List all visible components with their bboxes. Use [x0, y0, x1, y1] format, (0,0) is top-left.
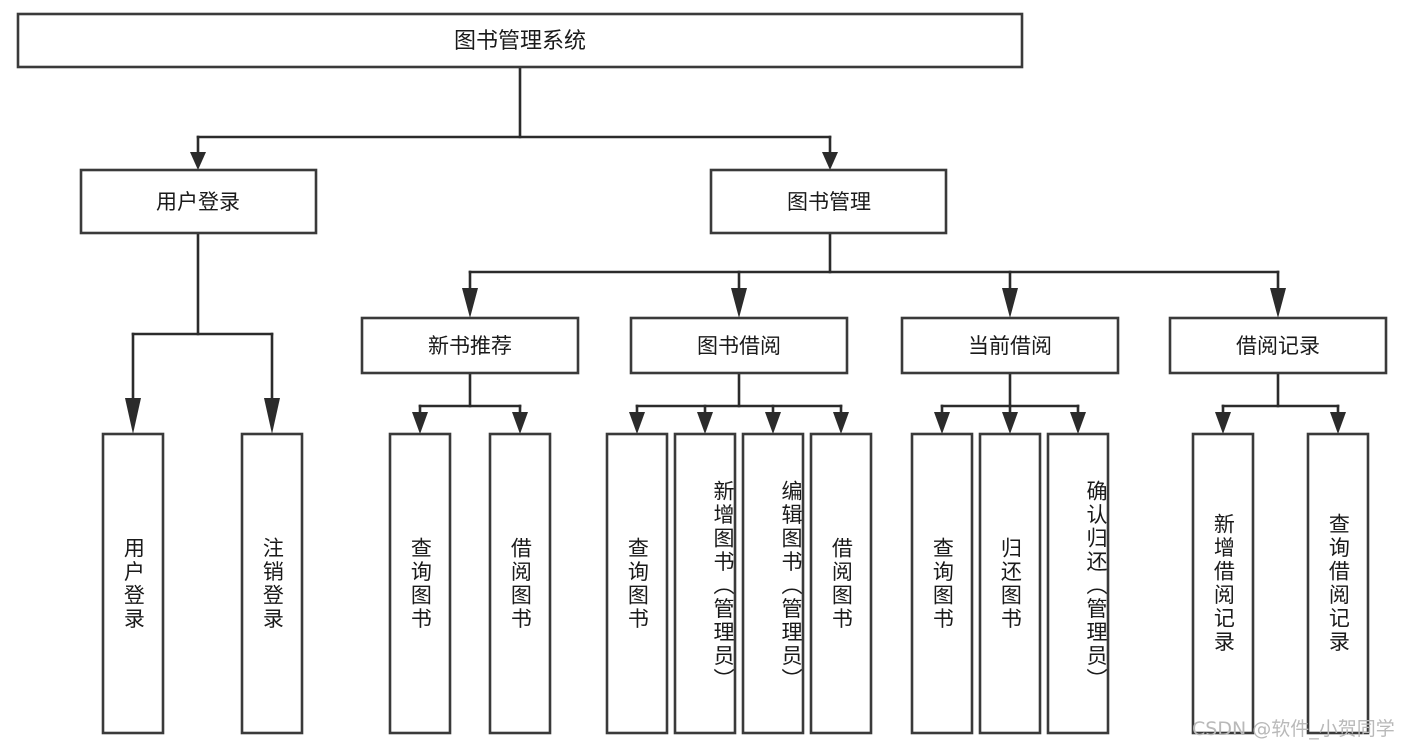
arrow-head-leaf-add-book — [697, 412, 713, 434]
arrow-head-borrow-record — [1270, 288, 1286, 318]
arrow-head-leaf-return-book — [1002, 412, 1018, 434]
connector-group-current-borrow — [934, 371, 1086, 434]
node-book-borrow-box[interactable] — [629, 316, 849, 375]
node-borrow-record-box[interactable] — [1168, 316, 1388, 375]
node-user-login[interactable]: 用户登录 — [79, 168, 318, 235]
node-leaf-borrow-book-1-box[interactable] — [488, 432, 552, 735]
arrow-head-leaf-edit-book — [765, 412, 781, 434]
node-user-login-label: 用户登录 — [156, 190, 240, 214]
node-book-management[interactable]: 图书管理 — [709, 168, 948, 235]
node-leaf-query-record-box[interactable] — [1306, 432, 1370, 735]
node-root-box[interactable] — [16, 12, 1024, 69]
node-new-book-recommend-label: 新书推荐 — [428, 334, 512, 358]
arrow-head-leaf-user-login — [125, 398, 141, 434]
node-new-book-recommend[interactable]: 新书推荐 — [360, 316, 580, 375]
arrow-head-book-management — [822, 152, 838, 170]
node-book-management-box[interactable] — [709, 168, 948, 235]
arrow-head-leaf-borrow-book-1 — [512, 412, 528, 434]
node-leaf-query-book-2-box[interactable] — [605, 432, 669, 735]
connector-group-user-login — [125, 231, 280, 434]
arrow-head-leaf-add-record — [1215, 412, 1231, 434]
node-leaf-edit-book-box[interactable] — [741, 432, 805, 735]
node-borrow-record-label: 借阅记录 — [1236, 334, 1320, 358]
node-leaf-confirm-return-box[interactable] — [1046, 432, 1110, 735]
connector-group-borrow-record — [1215, 371, 1346, 434]
node-current-borrow-box[interactable] — [900, 316, 1120, 375]
arrow-head-leaf-query-book-3 — [934, 412, 950, 434]
node-root-label: 图书管理系统 — [454, 29, 586, 54]
node-root[interactable]: 图书管理系统 — [16, 12, 1024, 69]
node-leaf-borrow-book-2-box[interactable] — [809, 432, 873, 735]
csdn-watermark: CSDN @软件_小贺同学 — [1192, 718, 1395, 740]
node-user-login-box[interactable] — [79, 168, 318, 235]
arrow-head-leaf-confirm-return — [1070, 412, 1086, 434]
node-leaf-logout-login-box[interactable] — [240, 432, 304, 735]
node-current-borrow-label: 当前借阅 — [968, 334, 1052, 358]
arrow-head-leaf-borrow-book-2 — [833, 412, 849, 434]
node-current-borrow[interactable]: 当前借阅 — [900, 316, 1120, 375]
node-book-borrow-label: 图书借阅 — [697, 334, 781, 358]
node-leaf-add-book-box[interactable] — [673, 432, 737, 735]
node-leaf-add-record-box[interactable] — [1191, 432, 1255, 735]
connector-group-book-borrow — [629, 371, 849, 434]
leaf-boxes — [101, 432, 1370, 735]
node-leaf-query-book-3-box[interactable] — [910, 432, 974, 735]
arrow-head-leaf-query-record — [1330, 412, 1346, 434]
node-book-management-label: 图书管理 — [787, 190, 871, 214]
connector-group-book-management — [462, 231, 1286, 318]
arrow-head-user-login — [190, 152, 206, 170]
arrow-head-leaf-query-book-2 — [629, 412, 645, 434]
node-book-borrow[interactable]: 图书借阅 — [629, 316, 849, 375]
arrow-head-leaf-query-book-1 — [412, 412, 428, 434]
connector-group-new-book-recommend — [412, 371, 528, 434]
arrow-head-leaf-logout-login — [264, 398, 280, 434]
node-leaf-user-login-box[interactable] — [101, 432, 165, 735]
node-borrow-record[interactable]: 借阅记录 — [1168, 316, 1388, 375]
node-new-book-recommend-box[interactable] — [360, 316, 580, 375]
connector-group-root — [190, 65, 838, 170]
arrow-head-current-borrow — [1002, 288, 1018, 318]
node-leaf-return-book-box[interactable] — [978, 432, 1042, 735]
node-leaf-query-book-1-box[interactable] — [388, 432, 452, 735]
arrow-head-new-book-recommend — [462, 288, 478, 318]
arrow-head-book-borrow — [731, 288, 747, 318]
